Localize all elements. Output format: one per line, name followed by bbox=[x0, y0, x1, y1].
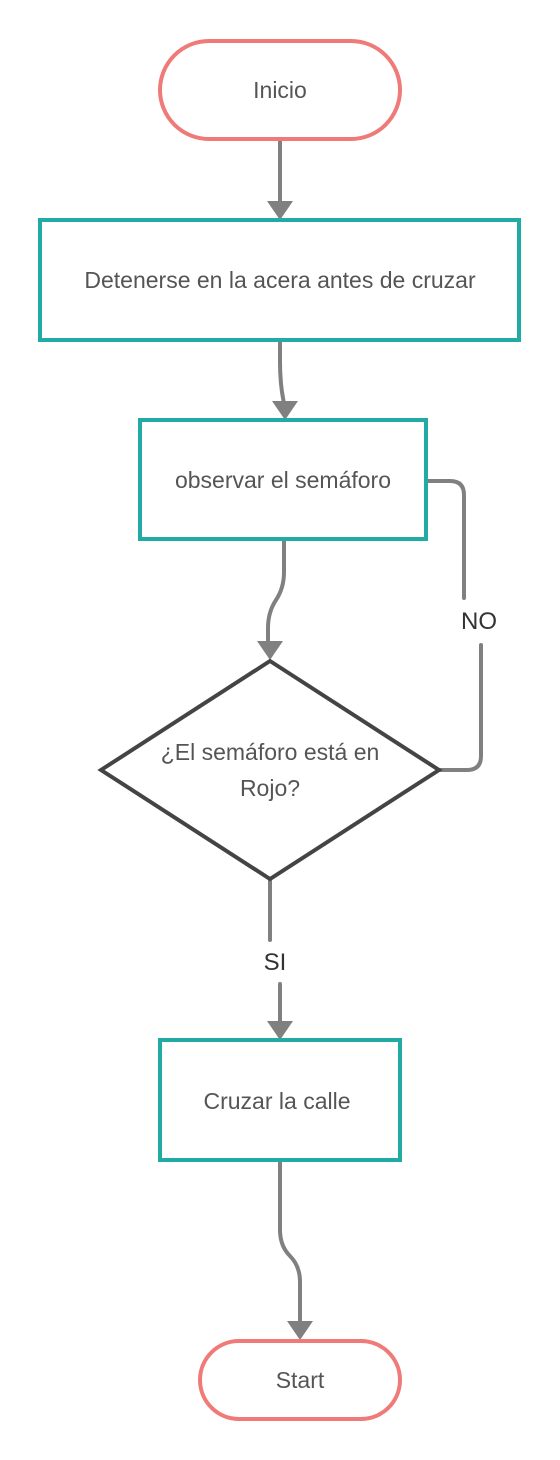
process-detenerse: Detenerse en la acera antes de cruzar bbox=[38, 218, 521, 342]
process-cruzar-label: Cruzar la calle bbox=[204, 1088, 351, 1114]
connector-no-loop-upper bbox=[426, 479, 466, 600]
decision-label-line2: Rojo? bbox=[240, 775, 300, 801]
terminal-inicio-label: Inicio bbox=[253, 77, 307, 103]
connectors bbox=[266, 139, 483, 1326]
terminal-inicio: Inicio bbox=[158, 39, 402, 141]
decision-semaforo-rojo: ¿El semáforo está en Rojo? bbox=[97, 658, 443, 882]
edge-label-no: NO bbox=[461, 608, 497, 635]
arrowheads bbox=[257, 201, 313, 1340]
process-cruzar: Cruzar la calle bbox=[158, 1038, 402, 1162]
connector-observar-to-decision bbox=[266, 539, 286, 646]
edge-label-si: SI bbox=[264, 949, 287, 976]
connector-cruzar-to-start bbox=[278, 1159, 302, 1326]
process-cruzar-shape bbox=[158, 1038, 402, 1162]
process-detenerse-shape bbox=[38, 218, 521, 342]
decision-shape bbox=[97, 658, 443, 882]
terminal-start-shape bbox=[198, 1339, 402, 1421]
process-detenerse-label: Detenerse en la acera antes de cruzar bbox=[84, 267, 476, 293]
arrowhead-to-decision bbox=[257, 641, 283, 660]
process-observar-shape bbox=[138, 418, 428, 541]
terminal-start: Start bbox=[198, 1339, 402, 1421]
terminal-inicio-shape bbox=[158, 39, 402, 141]
connector-detenerse-to-observar bbox=[278, 340, 286, 406]
terminal-start-label: Start bbox=[276, 1367, 325, 1393]
arrowhead-to-observar bbox=[272, 401, 298, 420]
arrowhead-to-start bbox=[287, 1321, 313, 1340]
process-observar: observar el semáforo bbox=[138, 418, 428, 541]
process-observar-label: observar el semáforo bbox=[175, 467, 391, 493]
connector-no-loop-lower bbox=[438, 643, 483, 772]
arrowhead-to-detenerse bbox=[267, 201, 293, 220]
decision-label-line1: ¿El semáforo está en bbox=[161, 739, 380, 765]
arrowhead-to-cruzar bbox=[267, 1021, 293, 1040]
